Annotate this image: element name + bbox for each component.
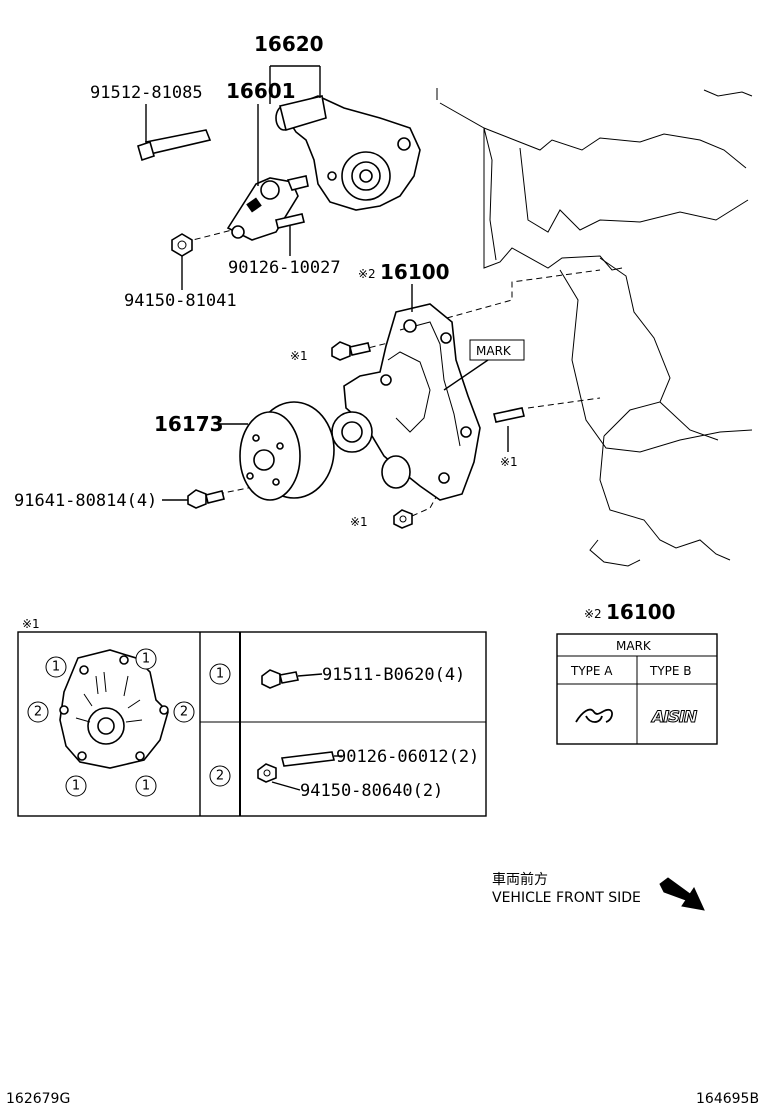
part-label-94150-81041: 94150-81041 xyxy=(124,291,237,311)
direction-arrow-icon xyxy=(659,877,705,911)
detail-table xyxy=(17,631,487,817)
ref-mark-bolt-top: ※1 xyxy=(290,349,308,363)
water-pump-nut-bottom xyxy=(393,509,413,529)
direction-label-en: VEHICLE FRONT SIDE xyxy=(492,890,641,906)
mark-table xyxy=(556,633,718,745)
mark-table-col-b: TYPE B xyxy=(649,664,692,678)
engine-block-outline xyxy=(436,88,753,567)
part-label-16100: 16100 xyxy=(380,260,450,284)
part-label-16620: 16620 xyxy=(254,32,324,56)
water-pump-bolt-top xyxy=(331,341,371,361)
detail-circle-2a: 2 xyxy=(34,705,42,720)
detail-row2-number: 2 xyxy=(216,769,224,784)
part-label-91512: 91512-81085 xyxy=(90,83,203,103)
mark-table-ref: ※2 xyxy=(584,607,602,621)
nut-94150-81041 xyxy=(171,233,193,257)
ref-mark-nut-bottom: ※1 xyxy=(350,515,368,529)
detail-circle-1d: 1 xyxy=(142,779,150,794)
mark-table-part: 16100 xyxy=(606,600,676,624)
footer-left-id: 162679G xyxy=(6,1091,70,1107)
direction-label-jp: 車両前方 xyxy=(492,871,548,888)
bolt-91512 xyxy=(137,129,212,162)
part-label-91641: 91641-80814(4) xyxy=(14,491,157,511)
mark-table-header: MARK xyxy=(616,639,652,653)
detail-ref-mark: ※1 xyxy=(22,617,40,631)
detail-circle-1a: 1 xyxy=(52,660,60,675)
footer-right-id: 164695B xyxy=(696,1091,759,1107)
detail-row2-part-b: 94150-80640(2) xyxy=(300,781,443,801)
stud-90126-10027 xyxy=(275,213,305,229)
detail-row1-number: 1 xyxy=(216,667,224,682)
part-label-90126-10027: 90126-10027 xyxy=(228,258,341,278)
detail-row-2: 2 90126-06012(2) 94150-80640(2) xyxy=(209,747,479,801)
pulley-bolt-91641 xyxy=(187,489,225,509)
detail-row-1: 1 91511-B0620(4) xyxy=(209,663,465,689)
detail-circle-1c: 1 xyxy=(72,779,80,794)
detail-row2-part-a: 90126-06012(2) xyxy=(336,747,479,767)
detail-callout-circles: 1 1 2 2 1 1 xyxy=(27,648,195,797)
water-pump-pulley xyxy=(239,401,335,501)
mark-callout-label: MARK xyxy=(476,344,512,358)
ref-mark-stud-right: ※1 xyxy=(500,455,518,469)
water-pump-stud-right xyxy=(493,407,525,423)
part-label-16173: 16173 xyxy=(154,412,224,436)
type-b-logo: AISIN xyxy=(650,707,698,726)
tensioner-bracket xyxy=(275,95,421,211)
part-label-16601: 16601 xyxy=(226,79,296,103)
mark-callout: MARK xyxy=(469,339,525,361)
type-a-mark-symbol xyxy=(575,708,613,723)
water-pump xyxy=(331,303,481,501)
ref-mark-16100: ※2 xyxy=(358,267,376,281)
detail-row1-part: 91511-B0620(4) xyxy=(322,665,465,685)
detail-circle-1b: 1 xyxy=(142,652,150,667)
detail-circle-2b: 2 xyxy=(180,705,188,720)
mark-table-col-a: TYPE A xyxy=(570,664,613,678)
leader-lines xyxy=(145,65,509,501)
detail-pump-flange xyxy=(59,649,169,769)
tensioner-arm xyxy=(226,175,309,241)
